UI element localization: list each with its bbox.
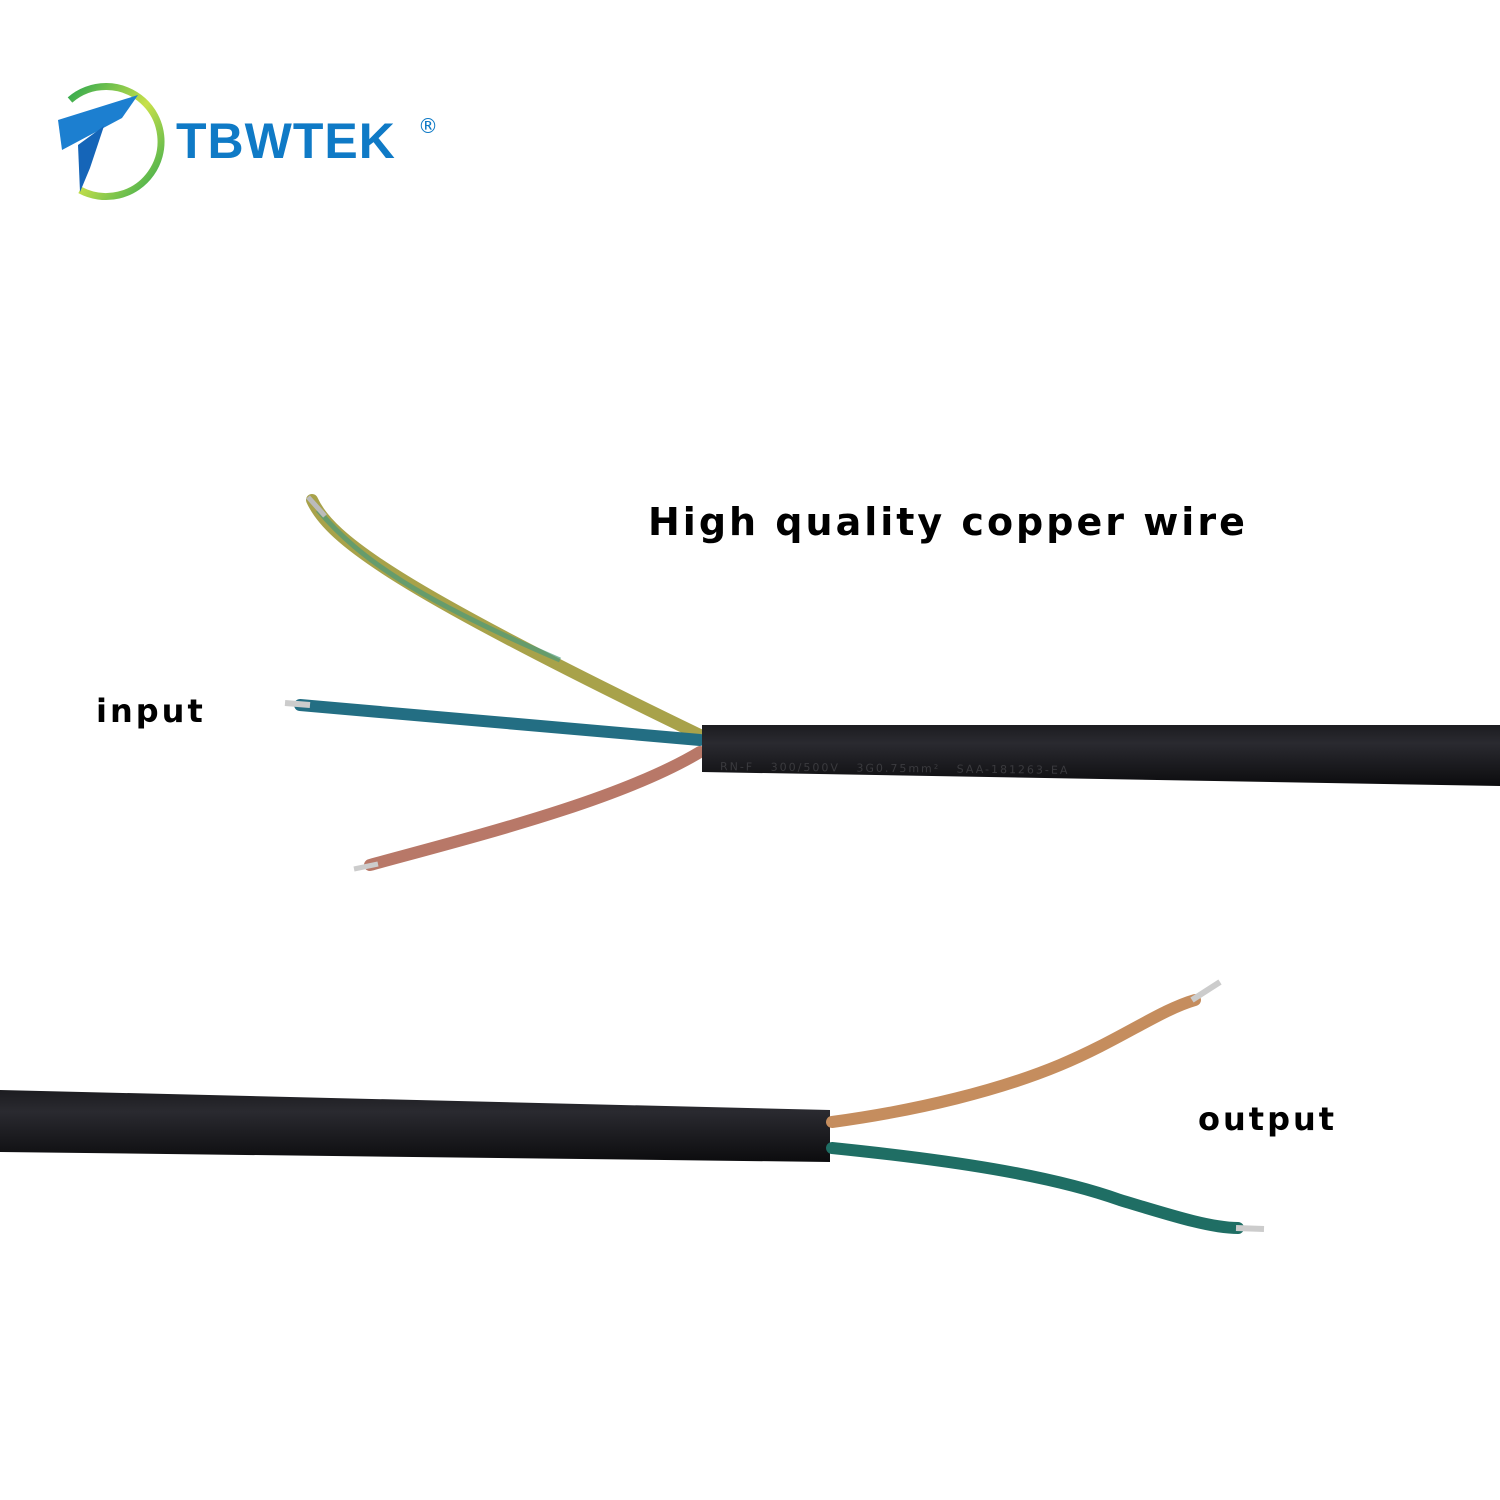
headline: High quality copper wire: [648, 500, 1248, 544]
brand-name: TBWTEK: [176, 113, 396, 169]
logo-icon: [58, 83, 165, 200]
input-label: input: [96, 692, 206, 730]
output-cable: [0, 1090, 830, 1162]
input-cable: [702, 725, 1500, 786]
output-wires: [826, 979, 1265, 1234]
output-label: output: [1198, 1100, 1338, 1138]
registered-mark: ®: [418, 114, 438, 138]
input-wires: [284, 494, 706, 872]
